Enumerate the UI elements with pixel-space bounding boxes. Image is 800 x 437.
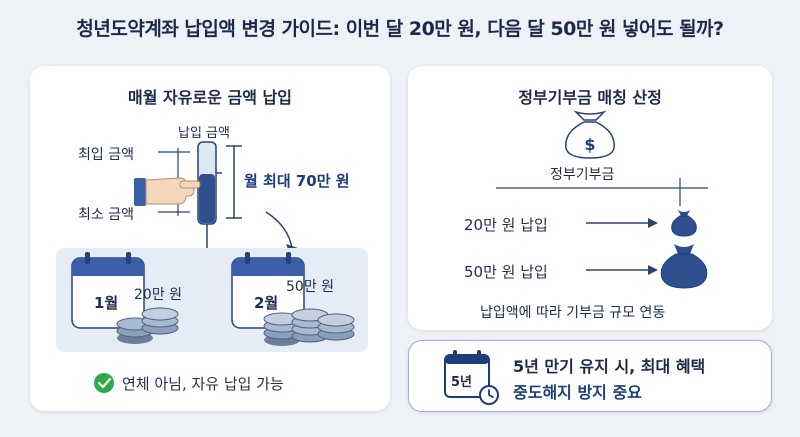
gauge-label: 납입 금액 bbox=[178, 126, 230, 141]
matching-caption: 납입액에 따라 기부금 규모 연동 bbox=[480, 305, 666, 321]
page-title: 청년도약계좌 납입액 변경 가이드: 이번 달 20만 원, 다음 달 50만 … bbox=[76, 18, 724, 40]
free-payment-title: 매월 자유로운 금액 납입 bbox=[128, 88, 292, 107]
matching-card: 정부기부금 매칭 산정 $ 정부기부금 20만 원 납입 50만 원 납입 납입… bbox=[408, 66, 772, 330]
small-bag-icon bbox=[671, 210, 697, 237]
matching-title: 정부기부금 매칭 산정 bbox=[518, 88, 662, 107]
svg-text:$: $ bbox=[584, 135, 595, 154]
tip-illustration bbox=[444, 350, 499, 405]
tip-line2: 중도해지 방지 중요 bbox=[513, 383, 642, 402]
calendar-icon bbox=[71, 252, 145, 329]
max-range-label: 월 최대 70만 원 bbox=[244, 172, 350, 190]
month1-amount: 20만 원 bbox=[134, 287, 183, 303]
arrow-right-head-2 bbox=[648, 265, 658, 275]
payment-gauge bbox=[197, 141, 222, 252]
month2-label: 2월 bbox=[254, 294, 279, 312]
coins-icon-2 bbox=[263, 308, 355, 346]
money-bag-icon: $ bbox=[565, 110, 615, 159]
check-icon bbox=[94, 373, 114, 393]
hand-icon bbox=[134, 177, 201, 206]
max-amount-label: 최입 금액 bbox=[78, 147, 134, 163]
arrow-right-head bbox=[648, 218, 658, 228]
row1-label: 20만 원 납입 bbox=[464, 216, 548, 234]
arrow-down-icon bbox=[265, 211, 293, 249]
row2-label: 50만 원 납입 bbox=[464, 263, 548, 281]
large-bag-icon bbox=[660, 244, 708, 289]
tip-line1: 5년 만기 유지 시, 최대 혜택 bbox=[513, 357, 706, 376]
min-amount-label: 최소 금액 bbox=[78, 207, 134, 223]
free-payment-card: 매월 자유로운 금액 납입 bbox=[30, 66, 390, 411]
month2-amount: 50만 원 bbox=[286, 279, 335, 295]
free-payment-illustration bbox=[56, 141, 368, 393]
calendar-clock-icon bbox=[444, 350, 499, 405]
month1-label: 1월 bbox=[94, 294, 119, 312]
max-range-bracket bbox=[226, 145, 242, 219]
calendar-icon-text: 5년 bbox=[451, 375, 473, 390]
bag-label: 정부기부금 bbox=[550, 167, 615, 183]
maturity-tip-card: 5년 5년 만기 유지 시, 최대 혜택 중도해지 방지 중요 bbox=[408, 340, 772, 412]
matching-illustration: $ bbox=[496, 110, 708, 289]
coins-icon bbox=[116, 307, 179, 344]
calendar-icon-2 bbox=[231, 252, 305, 329]
free-payment-note: 연체 아님, 자유 납입 가능 bbox=[122, 375, 284, 393]
